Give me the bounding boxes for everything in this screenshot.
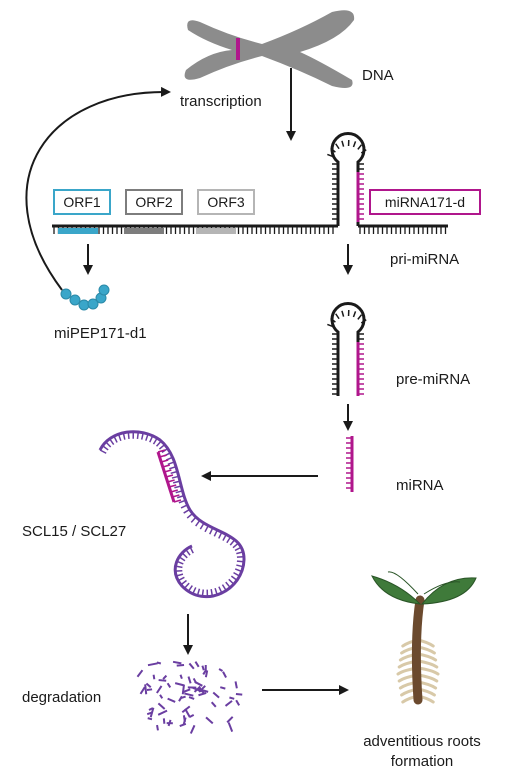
pri-mirna-strand — [52, 224, 448, 234]
orf1-box — [53, 189, 111, 215]
mirna171d-label: miRNA171-d — [385, 194, 465, 210]
orf2-label: ORF2 — [135, 194, 173, 210]
orf1-label: ORF1 — [63, 194, 101, 210]
mirna171d-box — [369, 189, 481, 215]
chromosome-dna — [184, 10, 355, 89]
seedling — [371, 571, 477, 705]
orf2-box — [125, 189, 183, 215]
degradation-fragments — [136, 660, 243, 734]
roots-label-line1: adventitious roots — [363, 733, 481, 750]
mature-mirna — [346, 436, 354, 492]
transcription-label: transcription — [180, 93, 262, 110]
pre-mirna-hairpin — [327, 302, 367, 396]
arrow-mipep-to-transcription — [25, 86, 171, 291]
dna-label: DNA — [362, 67, 394, 84]
mirna-label: miRNA — [396, 477, 444, 494]
pri-mirna-hairpin — [327, 132, 367, 226]
mipep-label: miPEP171-d1 — [54, 325, 147, 342]
pre-mirna-label: pre-miRNA — [396, 371, 470, 388]
scl-target-mrna — [98, 430, 246, 599]
mipep-peptide-beads — [60, 284, 110, 311]
roots-label-line2: formation — [391, 753, 454, 770]
orf3-label: ORF3 — [207, 194, 245, 210]
pri-mirna-label: pri-miRNA — [390, 251, 459, 268]
orf3-box — [197, 189, 255, 215]
degradation-label: degradation — [22, 689, 101, 706]
scl-label: SCL15 / SCL27 — [22, 523, 126, 540]
